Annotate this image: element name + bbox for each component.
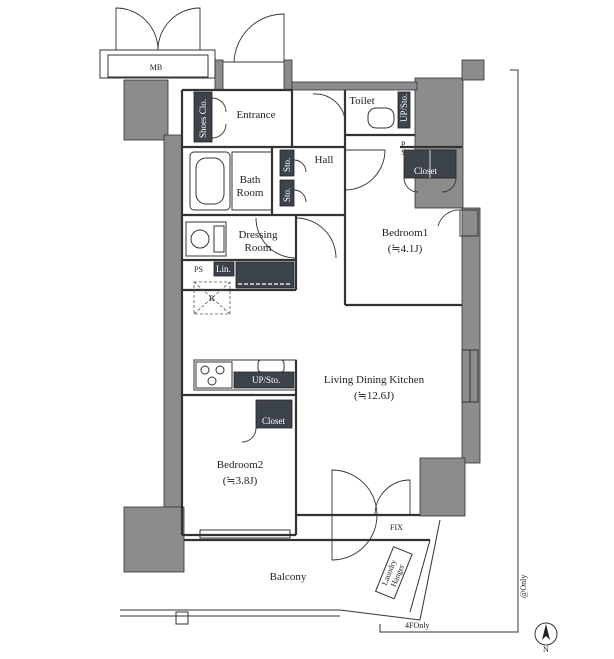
shoes-closet-label: Shoes Clo.	[198, 99, 208, 138]
fix-label: FIX	[390, 523, 403, 532]
storage-1-label: Sto.	[282, 158, 292, 172]
storage-2-label: Sto.	[282, 188, 292, 202]
structural-walls	[123, 59, 485, 573]
toilet-room: Toilet UP/Sto. P S	[312, 91, 411, 157]
shoes-closet: Shoes Clo.	[193, 91, 227, 143]
bedroom2-closet-label: Closet	[262, 416, 286, 426]
bottom-only-label: 4FOnly	[405, 621, 429, 630]
bedroom1-size: (≒4.1J)	[388, 243, 423, 255]
ps-top-label-2: S	[401, 148, 405, 157]
bedroom2: Closet Bedroom2 (≒3.8J)	[199, 399, 293, 539]
exclusive-use-lines: @Only 4FOnly	[379, 69, 528, 633]
entrance-door[interactable]	[223, 13, 285, 63]
mb-box: MB	[99, 49, 216, 79]
bath-label-2: Room	[237, 187, 264, 199]
ps-linen: PS Lin.	[194, 261, 295, 289]
hall-area: Hall Sto. Sto.	[279, 149, 386, 207]
refrigerator-label: R	[209, 294, 215, 303]
ldk-window	[461, 349, 479, 403]
bedroom2-size: (≒3.8J)	[223, 475, 258, 487]
hall-label: Hall	[315, 154, 334, 166]
bath-label-1: Bath	[240, 174, 261, 186]
toilet-label: Toilet	[349, 95, 375, 107]
ps-top-label: P	[401, 140, 406, 149]
bedroom1: Closet Bedroom1 (≒4.1J)	[382, 149, 479, 255]
bedroom1-name: Bedroom1	[382, 227, 428, 239]
dressing-label-2: Room	[245, 242, 272, 254]
dressing-label-1: Dressing	[238, 229, 278, 241]
toilet-shelf-label: UP/Sto.	[399, 94, 409, 122]
bath-room: Bath Room	[189, 151, 273, 211]
mb-doors[interactable]	[115, 7, 201, 51]
balcony-label: Balcony	[270, 571, 307, 583]
right-only-label: @Only	[519, 575, 528, 598]
bedroom2-name: Bedroom2	[217, 459, 263, 471]
north-arrow-icon: N	[534, 622, 558, 654]
kitchen: UP/Sto.	[193, 359, 297, 391]
ps-label: PS	[194, 265, 203, 274]
bedroom1-closet-label: Closet	[414, 166, 438, 176]
dressing-room: Dressing Room	[185, 217, 337, 259]
kitchen-storage-label: UP/Sto.	[252, 375, 280, 385]
entrance-label: Entrance	[236, 109, 275, 121]
mb-label: MB	[150, 63, 162, 72]
ldk-name: Living Dining Kitchen	[324, 374, 425, 386]
linen-label: Lin.	[216, 264, 231, 274]
north-label: N	[543, 645, 549, 654]
balcony-doors[interactable]: FIX	[331, 469, 411, 561]
ldk-size: (≒12.6J)	[354, 390, 394, 402]
refrigerator-space: R	[193, 281, 231, 315]
